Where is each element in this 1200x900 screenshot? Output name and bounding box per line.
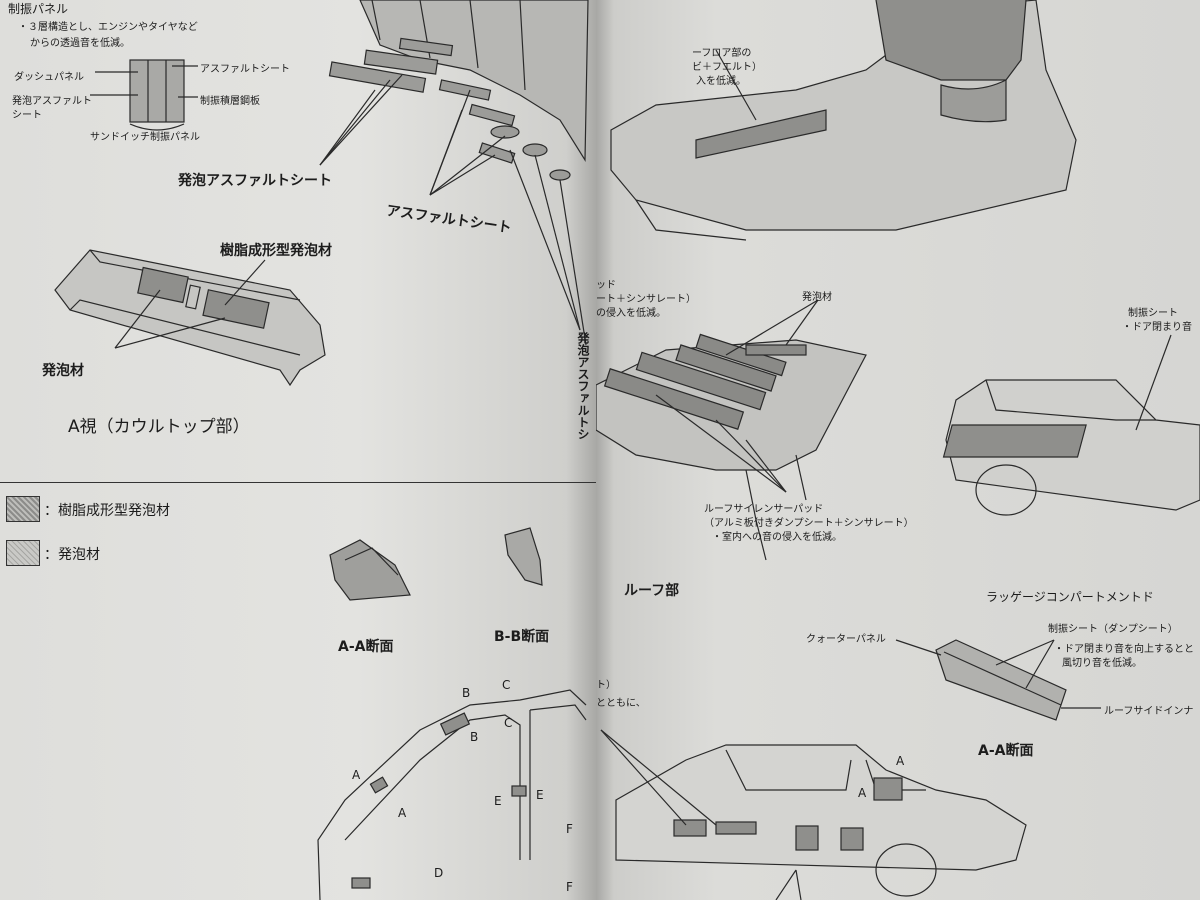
label-foamed-asphalt-sheet: 発泡アスファルトシート (178, 173, 332, 189)
view-a-caption: A視（カウルトップ部） (68, 417, 250, 437)
label-asphalt-sheet-small: アスファルトシート (200, 64, 290, 75)
right-marker-a-2: A (858, 786, 867, 800)
dash-note-line-2: からの透過音を低減。 (30, 38, 130, 49)
luggage-caption: ラッゲージコンパートメントド (986, 590, 1154, 604)
trunk-damping-sheet: 制振シート (1128, 308, 1178, 319)
roof-side-inner-label: ルーフサイドインナ (1104, 706, 1194, 717)
marker-c-2: C (504, 716, 513, 730)
roof-pad-title: ルーフサイレンサーパッド (704, 504, 824, 515)
damp-sheet-note-1: ・ドア閉まり音を向上するとと (1054, 644, 1194, 655)
quarter-panel-label: クォーターパネル (806, 634, 886, 645)
legend-label-resin-foam: ：樹脂成形型発泡材 (44, 503, 170, 519)
floor-label-line-2: ビ＋フエルト） (692, 62, 762, 73)
marker-d: D (434, 866, 444, 880)
label-dash-panel: ダッシュパネル (14, 72, 84, 83)
marker-f-2: F (566, 880, 573, 894)
marker-c-1: C (502, 678, 511, 692)
trunk-damping-note: ・ドア閉まり音 (1122, 322, 1192, 333)
marker-b-1: B (462, 686, 471, 700)
partial-label-top-3: の侵入を低減。 (596, 308, 666, 319)
marker-e-1: E (494, 794, 502, 808)
damp-sheet-note-2: 風切り音を低減。 (1062, 658, 1142, 669)
section-aa-caption: A-A断面 (338, 639, 394, 655)
dash-panel-header: 制振パネル (8, 2, 69, 16)
section-divider (0, 482, 596, 483)
right-page-illustrations (596, 0, 1200, 900)
label-foamed-asphalt-vertical: 発泡アスファルトシ (576, 332, 590, 440)
partial-label-top-1: ッド (596, 280, 616, 291)
floor-label-line-1: ーフロア部の (692, 48, 752, 59)
legend-label-foam: ：発泡材 (44, 547, 100, 563)
roof-pad-note: ・室内への音の侵入を低減。 (712, 532, 842, 543)
label-foamed-asphalt-small-2: シート (12, 110, 42, 121)
fragment-line-2: とともに、 (596, 698, 646, 709)
partial-label-top-2: ート＋シンサレート） (596, 294, 696, 305)
right-marker-a-1: A (896, 754, 905, 768)
dash-note-line-1: ・３層構造とし、エンジンやタイヤなど (18, 22, 198, 33)
roof-pad-material: （アルミ板付きダンプシート＋シンサレート） (704, 518, 914, 529)
section-bb-caption: B-B断面 (494, 629, 550, 645)
fragment-line-1: ト） (596, 680, 616, 691)
label-foam: 発泡材 (42, 363, 84, 379)
marker-a-2: A (398, 806, 407, 820)
legend-swatch-resin-foam (6, 496, 40, 522)
label-damping-steel: 制振積層鋼板 (200, 96, 260, 107)
right-section-aa-caption: A-A断面 (978, 743, 1034, 759)
left-page: 制振パネル ・３層構造とし、エンジンやタイヤなど からの透過音を低減。 ダッシュ… (0, 0, 596, 900)
label-foamed-asphalt-small-1: 発泡アスファルト (12, 96, 92, 107)
roof-label-foam: 発泡材 (802, 292, 832, 303)
damp-sheet-label: 制振シート（ダンプシート） (1048, 624, 1178, 635)
floor-label-line-3: 入を低減。 (696, 76, 746, 87)
label-sandwich-panel: サンドイッチ制振パネル (90, 132, 200, 143)
label-resin-foam: 樹脂成形型発泡材 (220, 243, 332, 259)
legend-swatch-foam (6, 540, 40, 566)
marker-f-1: F (566, 822, 573, 836)
roof-caption: ルーフ部 (624, 583, 680, 599)
right-page: ーフロア部の ビ＋フエルト） 入を低減。 ッド ート＋シンサレート） の侵入を低… (596, 0, 1200, 900)
marker-e-2: E (536, 788, 544, 802)
marker-b-2: B (470, 730, 479, 744)
marker-a-1: A (352, 768, 361, 782)
left-page-illustrations (54, 0, 589, 900)
